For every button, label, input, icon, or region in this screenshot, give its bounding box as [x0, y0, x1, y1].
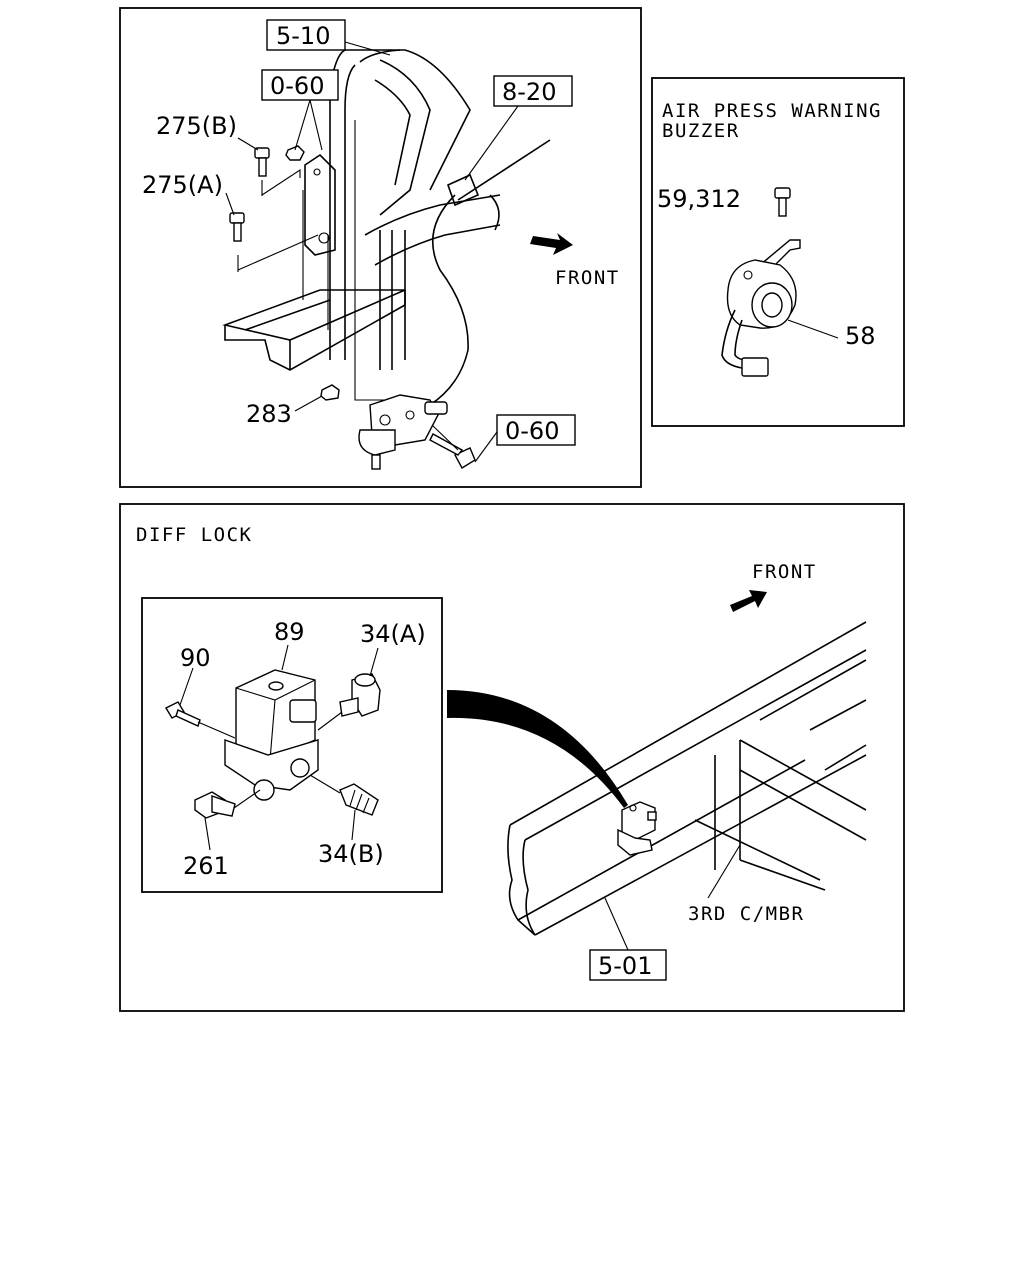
front-arrow-icon — [530, 233, 573, 255]
panel-top-left: 5-10 0-60 8-20 0-60 275(B) 275(A) 283 FR… — [119, 7, 642, 488]
buzzer-icon — [721, 239, 801, 377]
ref-5-01: 5-01 — [598, 952, 652, 980]
label-34b: 34(B) — [318, 840, 384, 868]
ref-0-60-top: 0-60 — [270, 72, 324, 100]
label-front-bottom: FRONT — [752, 561, 817, 583]
label-59-312: 59,312 — [657, 185, 741, 213]
plug-261-icon — [194, 791, 236, 819]
label-58: 58 — [845, 322, 876, 350]
bolt-90-icon — [165, 701, 201, 727]
label-261: 261 — [183, 852, 229, 880]
nut-icon — [285, 145, 305, 161]
label-front-top: FRONT — [555, 267, 620, 289]
label-275a: 275(A) — [142, 171, 223, 199]
label-34a: 34(A) — [360, 620, 426, 648]
pointer-arrow-icon — [447, 690, 628, 808]
elbow-fitting-34a-icon — [339, 673, 381, 717]
solenoid-valve-89-icon — [224, 669, 319, 801]
label-89: 89 — [274, 618, 305, 646]
label-3rd-cmbr: 3RD C/MBR — [688, 903, 804, 925]
bolt-59-icon — [774, 187, 791, 217]
caption-diff-lock: DIFF LOCK — [136, 524, 252, 546]
bolt-275b-icon — [254, 147, 270, 177]
ref-0-60-bottom: 0-60 — [505, 417, 559, 445]
panel-bottom: DIFF LOCK FRONT — [119, 503, 905, 1012]
bolt-060-icon — [429, 433, 476, 469]
panel-top-right: AIR PRESS WARNING BUZZER 59,312 58 — [651, 77, 905, 427]
ref-5-10: 5-10 — [276, 22, 330, 50]
ref-8-20: 8-20 — [502, 78, 556, 106]
front-arrow-bottom-icon — [730, 590, 767, 612]
label-283: 283 — [246, 400, 292, 428]
caption-air-press-line1: AIR PRESS WARNING — [662, 100, 882, 122]
fitting-34b-icon — [339, 783, 379, 816]
air-pressure-switch-icon — [358, 394, 448, 470]
diff-lock-valve-on-frame-icon — [617, 801, 657, 856]
bolt-275a-icon — [229, 212, 245, 242]
label-90: 90 — [180, 644, 211, 672]
nut-283-icon — [320, 384, 340, 401]
label-275b: 275(B) — [156, 112, 237, 140]
caption-air-press-line2: BUZZER — [662, 120, 740, 142]
